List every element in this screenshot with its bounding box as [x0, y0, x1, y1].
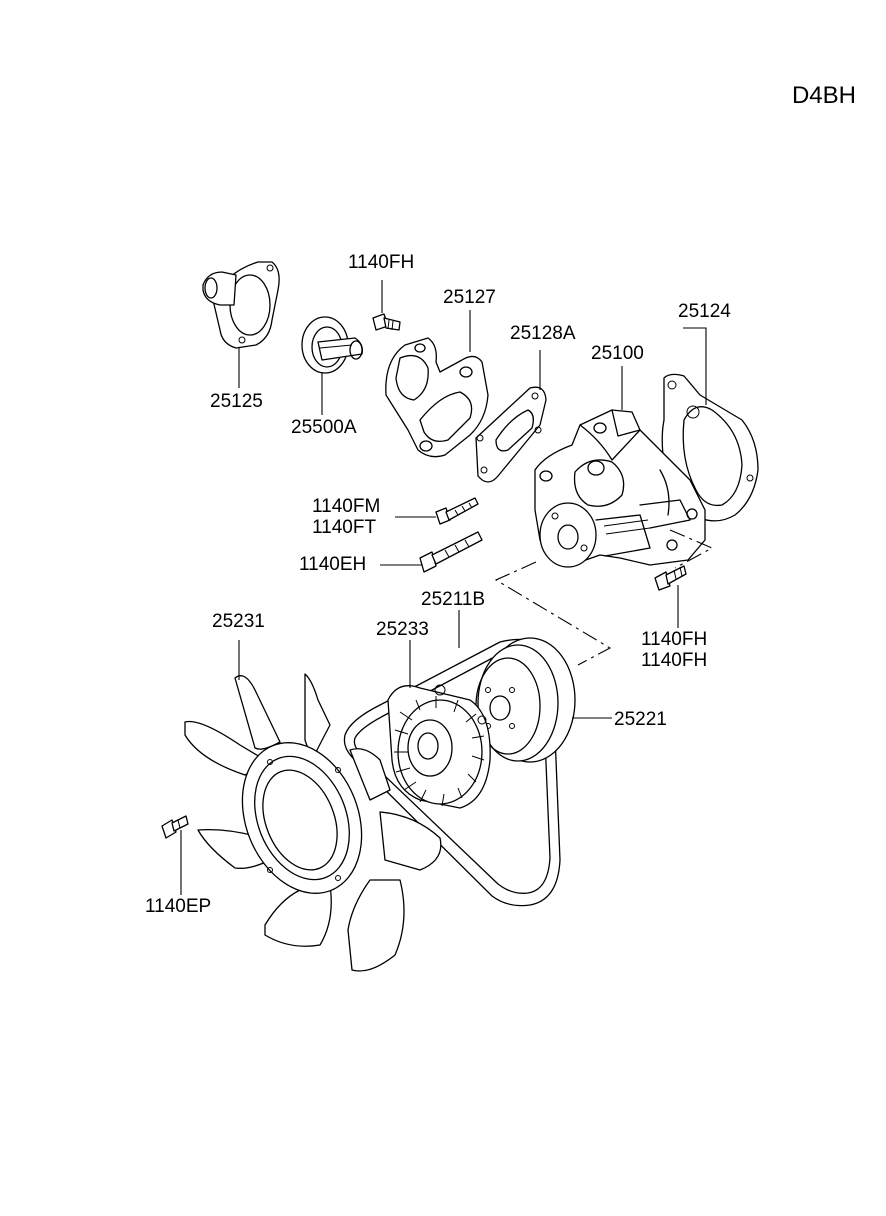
water-pump-25100: [534, 409, 706, 568]
fan-clutch-25233: [387, 684, 491, 809]
label-25211b: 25211B: [421, 589, 486, 610]
label-1140ft: 1140FT: [312, 517, 377, 538]
label-1140eh: 1140EH: [299, 554, 367, 575]
bolt-1140eh: [419, 531, 483, 573]
label-25125: 25125: [210, 391, 263, 412]
cooling-fan-25231: [184, 673, 442, 972]
water-fitting-25127: [385, 337, 489, 458]
label-1140fh-top: 1140FH: [348, 252, 415, 273]
label-25100: 25100: [591, 343, 644, 364]
label-1140fh-a: 1140FH: [641, 629, 708, 650]
bolt-1140fm: [435, 497, 479, 525]
alignment-line-right: [669, 529, 714, 569]
label-25127: 25127: [443, 287, 496, 308]
label-25231: 25231: [212, 611, 265, 632]
label-25233: 25233: [376, 619, 429, 640]
label-25128a: 25128A: [510, 323, 576, 344]
label-25124: 25124: [678, 301, 731, 322]
thermostat-25500a: [301, 316, 363, 374]
label-25500a: 25500A: [291, 417, 357, 438]
label-25221: 25221: [614, 709, 667, 730]
pulley-25221: [475, 637, 576, 763]
bolt-1140ep: [161, 815, 189, 839]
label-1140fh-b: 1140FH: [641, 650, 708, 671]
label-1140fm: 1140FM: [312, 496, 381, 517]
label-1140ep: 1140EP: [145, 896, 212, 917]
bolt-1140fh-top: [372, 313, 401, 331]
bolt-1140fh-right: [654, 565, 687, 591]
leader-25124: [683, 327, 707, 405]
gasket-25128a: [475, 386, 547, 483]
thermostat-housing-25125: [202, 261, 280, 349]
engine-code: D4BH: [791, 82, 856, 109]
alignment-line-left: [494, 561, 612, 666]
